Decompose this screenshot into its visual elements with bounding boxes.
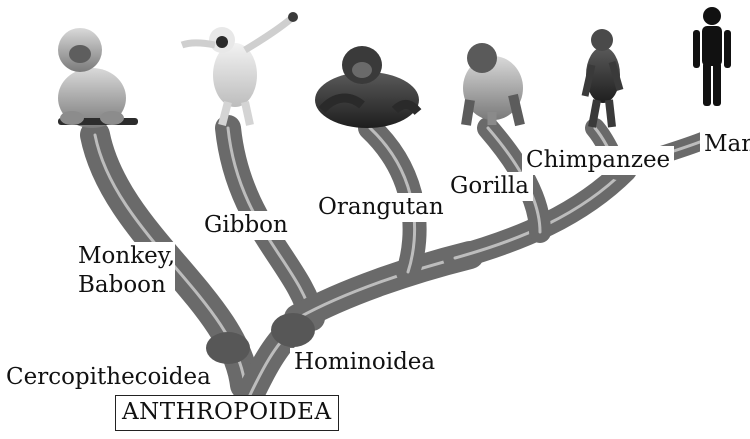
label-cercopithecoidea: Cercopithecoidea (6, 363, 211, 392)
branch-hominoid-stem (298, 255, 470, 318)
gorilla-illustration (463, 43, 523, 125)
label-monkey-baboon: Monkey, Baboon (78, 242, 175, 300)
label-chimpanzee: Chimpanzee (522, 146, 674, 175)
label-monkey: Monkey, (78, 242, 175, 271)
chimpanzee-illustration (585, 29, 620, 127)
node-cercopithecoidea (206, 332, 250, 364)
label-gibbon: Gibbon (200, 211, 292, 240)
orangutan-illustration (315, 46, 419, 128)
monkey-illustration (58, 28, 138, 128)
node-hominoidea (271, 313, 315, 347)
label-orangutan: Orangutan (314, 193, 448, 222)
gibbon-illustration (182, 12, 298, 125)
label-hominoidea: Hominoidea (290, 348, 439, 377)
label-man: Man (700, 130, 750, 159)
label-anthropoidea: ANTHROPOIDEA (115, 395, 339, 431)
man-silhouette (693, 7, 731, 106)
label-baboon: Baboon (78, 271, 175, 300)
label-gorilla: Gorilla (446, 172, 533, 201)
